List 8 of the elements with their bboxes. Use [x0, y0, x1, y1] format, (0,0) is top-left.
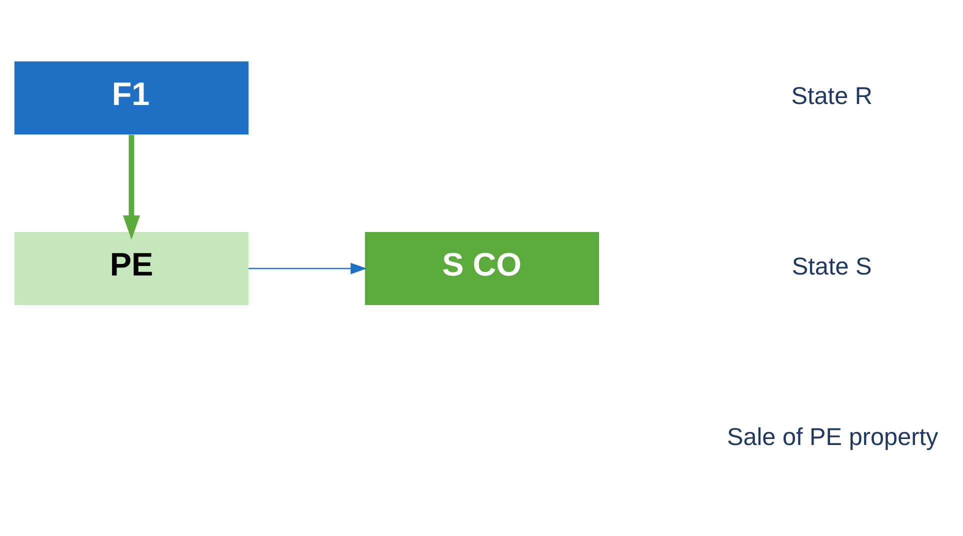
node-box: F1: [14, 60, 248, 134]
label: Sale of PE property: [726, 423, 938, 450]
arrow: [248, 262, 366, 274]
arrow: [122, 134, 140, 240]
node-box: PE: [14, 231, 248, 305]
node-box: S CO: [364, 231, 599, 305]
label: State S: [791, 252, 872, 280]
label: State R: [790, 82, 872, 110]
